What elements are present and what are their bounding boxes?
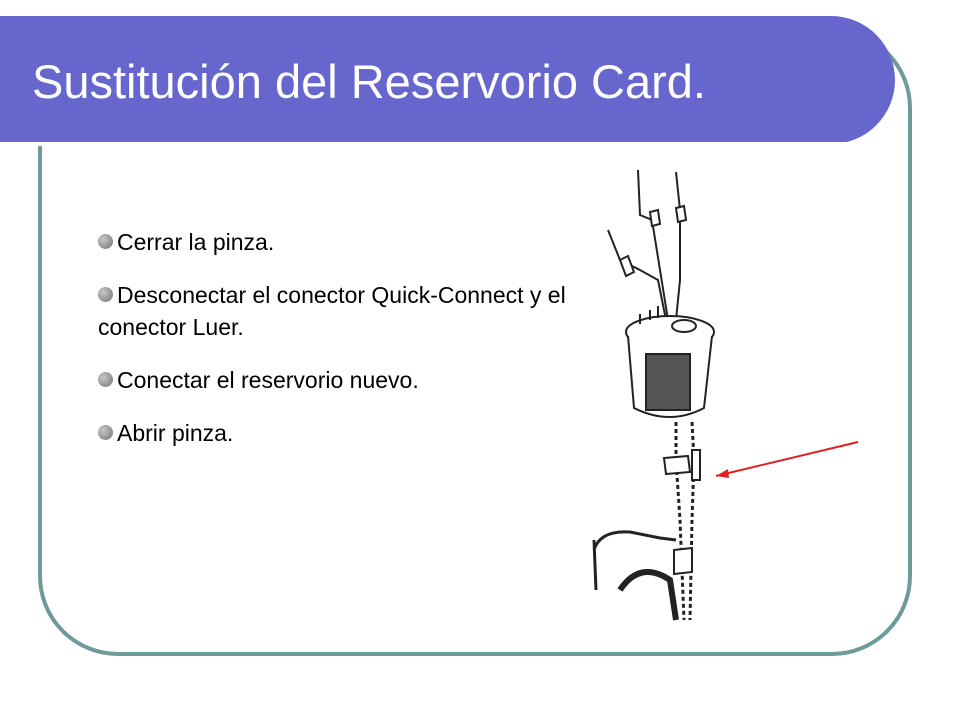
bullet-item: Desconectar el conector Quick-Connect y … [98,279,568,343]
clamp-icon [648,208,662,228]
slide-title: Sustitución del Reservorio Card. [32,55,706,108]
bullet-text: Cerrar la pinza. [117,229,275,255]
luer-connector-icon [691,449,701,481]
quick-connect-icon [662,454,692,476]
reservoir-illustration [592,169,859,621]
bullet-item: Cerrar la pinza. [98,226,568,258]
bullet-item: Conectar el reservorio nuevo. [98,364,568,396]
bullet-dot-icon [98,425,113,440]
red-arrow-icon [715,441,859,478]
lid-connectors [639,306,659,324]
lower-line [674,422,686,621]
lid-port [671,319,697,333]
reservoir-filter [645,353,691,411]
bullet-text: Desconectar el conector Quick-Connect y … [98,282,566,340]
tube-line [607,229,667,321]
lower-clamp-icon [673,546,693,576]
bullet-text: Abrir pinza. [117,420,234,446]
clamp-icon [618,254,636,278]
bullet-list: Cerrar la pinza. Desconectar el conector… [98,226,568,470]
lower-tube [592,530,677,591]
bullet-dot-icon [98,372,113,387]
lower-housing [617,569,679,621]
bullet-dot-icon [98,234,113,249]
clamp-icon [674,204,688,224]
bullet-text: Conectar el reservorio nuevo. [117,367,419,393]
bullet-dot-icon [98,287,113,302]
tube-line [675,171,681,321]
title-bar: Sustitución del Reservorio Card. [0,16,895,146]
title-underline [0,142,848,146]
tube-line [637,169,669,321]
bullet-item: Abrir pinza. [98,417,568,449]
